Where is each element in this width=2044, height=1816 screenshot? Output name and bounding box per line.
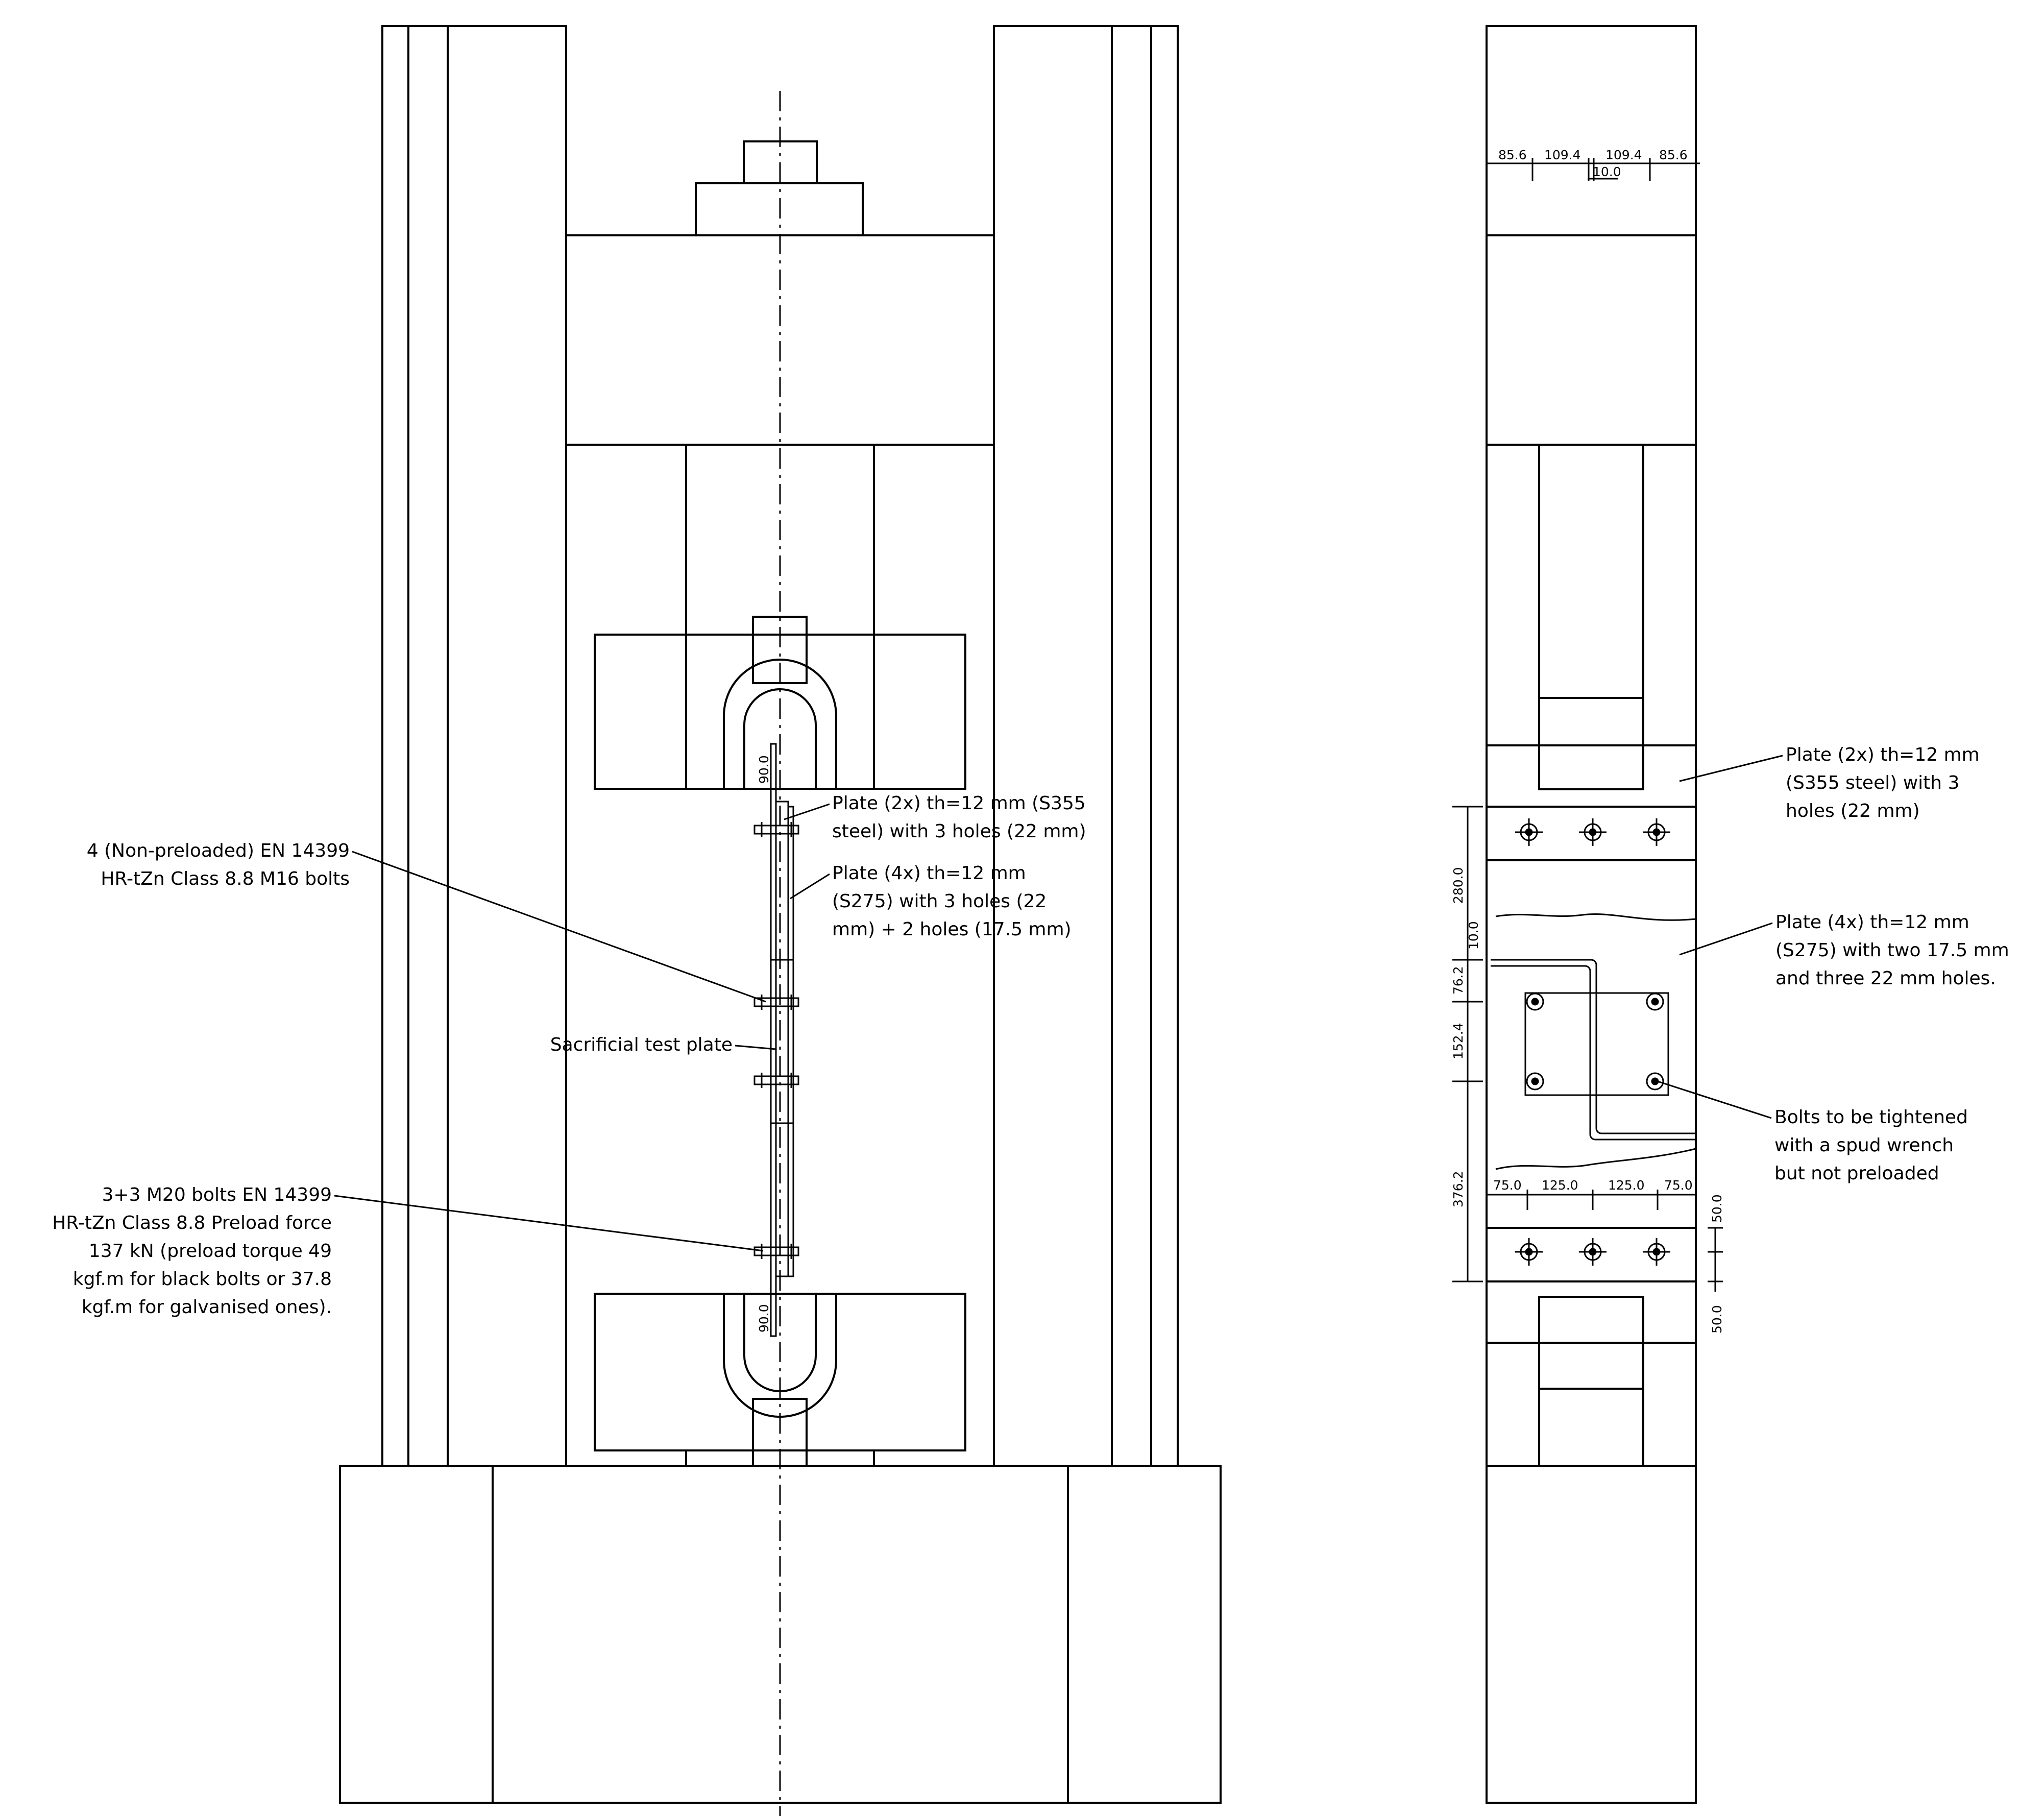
m20-bolts-line3: 137 kN (preload torque 49 bbox=[89, 1241, 332, 1262]
side-lower-grip bbox=[1487, 1296, 1696, 1467]
plate-offset-outline bbox=[1491, 959, 1696, 1134]
dim-left-10: 10.0 bbox=[1466, 921, 1481, 950]
side-lower-plate bbox=[1486, 1227, 1697, 1282]
front-bolts bbox=[753, 822, 799, 1259]
bolt-icon bbox=[1526, 1072, 1544, 1091]
front-view-text: 90.0 90.0 Plate (2x) th=12 mm (S355 stee… bbox=[52, 755, 1086, 1333]
side-upper-grip bbox=[1487, 444, 1696, 790]
dim-left-76: 76.2 bbox=[1451, 966, 1466, 995]
dim-bottom-1: 75.0 bbox=[1493, 1178, 1522, 1193]
front-plate-4x-line3: mm) + 2 holes (17.5 mm) bbox=[832, 919, 1072, 940]
m16-bolts-line1: 4 (Non-preloaded) EN 14399 bbox=[87, 840, 350, 861]
bolt-icon bbox=[1579, 1238, 1607, 1266]
upper-grip-depth: 90.0 bbox=[757, 755, 771, 784]
bolt-icon bbox=[1646, 992, 1664, 1011]
front-plate-2x-line1: Plate (2x) th=12 mm (S355 bbox=[832, 793, 1086, 814]
left-column bbox=[381, 25, 567, 1467]
front-plate-2x-line2: steel) with 3 holes (22 mm) bbox=[832, 821, 1086, 842]
dim-bottom-2: 125.0 bbox=[1542, 1178, 1578, 1193]
specimen-assembly bbox=[770, 743, 794, 1337]
side-outline bbox=[1486, 25, 1697, 1804]
bolt-icon bbox=[1579, 818, 1607, 846]
upper-grip bbox=[594, 445, 966, 790]
dim-left-376: 376.2 bbox=[1451, 1171, 1466, 1207]
side-view bbox=[1486, 25, 1697, 1804]
dim-top-1: 85.6 bbox=[1498, 148, 1527, 162]
side-upper-plate bbox=[1486, 806, 1697, 861]
side-plate-4x-line1: Plate (4x) th=12 mm bbox=[1775, 912, 1969, 933]
right-column bbox=[993, 25, 1179, 1467]
sacrificial-plate-label: Sacrificial test plate bbox=[550, 1034, 733, 1055]
side-plate-2x-line2: (S355 steel) with 3 bbox=[1786, 772, 1959, 793]
side-view-text: 85.6 109.4 109.4 85.6 10.0 75.0 125.0 12… bbox=[1451, 148, 2009, 1334]
front-view bbox=[334, 25, 1222, 1816]
bolt bbox=[753, 1073, 799, 1088]
dim-top-4: 85.6 bbox=[1659, 148, 1688, 162]
side-plate-2x-line1: Plate (2x) th=12 mm bbox=[1786, 744, 1980, 765]
bolt-icon bbox=[1643, 818, 1670, 846]
bolts-note-line3: but not preloaded bbox=[1774, 1163, 1939, 1184]
side-plate-4x-line3: and three 22 mm holes. bbox=[1775, 968, 1996, 989]
dim-bottom-3: 125.0 bbox=[1608, 1178, 1645, 1193]
lower-grip-depth: 90.0 bbox=[757, 1304, 771, 1333]
bolt bbox=[753, 995, 799, 1010]
side-plate-4x-line2: (S275) with two 17.5 mm bbox=[1775, 940, 2009, 961]
m16-bolts-line2: HR-tZn Class 8.8 M16 bolts bbox=[101, 868, 350, 889]
m20-bolts-line1: 3+3 M20 bolts EN 14399 bbox=[102, 1184, 332, 1205]
front-plate-4x-line2: (S275) with 3 holes (22 bbox=[832, 891, 1047, 912]
break-line-bottom bbox=[1495, 1148, 1696, 1170]
bolt-icon bbox=[1646, 1072, 1664, 1091]
dim-right-50-bottom: 50.0 bbox=[1710, 1305, 1724, 1334]
dim-left-152: 152.4 bbox=[1451, 1023, 1466, 1059]
bolt-icon bbox=[1515, 1238, 1543, 1266]
break-line-top bbox=[1495, 913, 1696, 921]
side-dimension-lines bbox=[1452, 158, 1783, 1292]
sacrificial-bolt-pattern bbox=[1524, 992, 1669, 1096]
plate-offset-outline-2 bbox=[1491, 965, 1696, 1141]
m20-bolts-line4: kgf.m for black bolts or 37.8 bbox=[73, 1269, 332, 1290]
dim-top-3: 109.4 bbox=[1605, 148, 1642, 162]
dim-left-280: 280.0 bbox=[1451, 867, 1466, 904]
side-plate-2x-line3: holes (22 mm) bbox=[1786, 801, 1920, 821]
dim-top-2: 109.4 bbox=[1544, 148, 1581, 162]
front-leaders bbox=[334, 803, 830, 1252]
bolt-icon bbox=[1526, 992, 1544, 1011]
bolt bbox=[753, 822, 799, 837]
front-plate-4x-line1: Plate (4x) th=12 mm bbox=[832, 863, 1026, 884]
m20-bolts-line2: HR-tZn Class 8.8 Preload force bbox=[52, 1213, 332, 1233]
m20-bolts-line5: kgf.m for galvanised ones). bbox=[82, 1297, 332, 1318]
dim-bottom-4: 75.0 bbox=[1664, 1178, 1693, 1193]
dim-top-gap: 10.0 bbox=[1593, 164, 1621, 179]
bolts-note-line1: Bolts to be tightened bbox=[1774, 1107, 1968, 1128]
bolt-icon bbox=[1643, 1238, 1670, 1266]
bolt-icon bbox=[1515, 818, 1543, 846]
lower-grip bbox=[594, 1293, 966, 1467]
bolts-note-line2: with a spud wrench bbox=[1774, 1135, 1954, 1156]
dim-right-50-top: 50.0 bbox=[1710, 1194, 1724, 1223]
